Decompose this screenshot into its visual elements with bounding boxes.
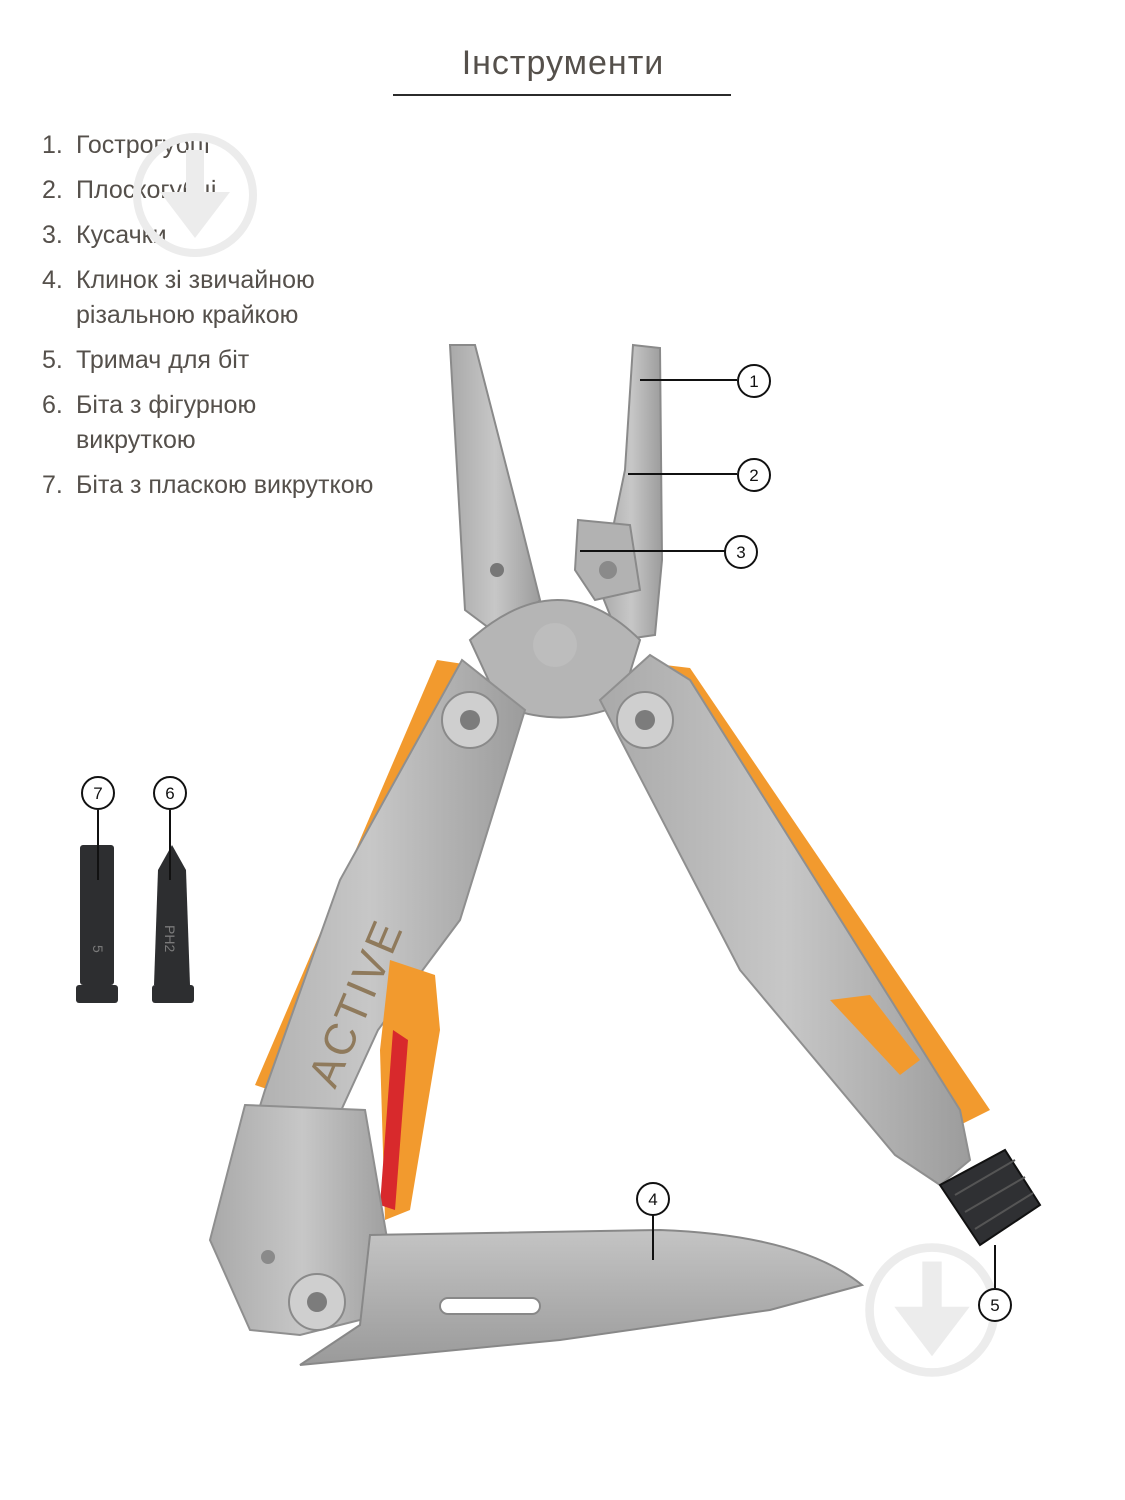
- callout-6: 6: [153, 776, 187, 810]
- legend-item: 7. Біта з пласкою викруткою: [42, 468, 376, 503]
- legend-item: 4. Клинок зі звичайною різальною крайкою: [42, 263, 376, 333]
- callout-5: 5: [978, 1288, 1012, 1322]
- legend-text: Біта з фігурною викруткою: [76, 391, 257, 454]
- bit-flat-label: 5: [90, 945, 106, 953]
- title-underline: [393, 94, 731, 96]
- legend-item: 3.Кусачки: [42, 218, 376, 253]
- knife-blade: [299, 1228, 865, 1366]
- callout-3: 3: [724, 535, 758, 569]
- bit-phillips: PH2: [152, 845, 194, 1003]
- legend-item: 6. Біта з фігурною викруткою: [42, 388, 376, 458]
- page-title: Інструменти: [461, 44, 665, 82]
- legend-number: 6.: [42, 391, 63, 419]
- callout-number: 2: [749, 466, 758, 485]
- legend-number: 3.: [42, 221, 63, 249]
- callout-number: 6: [165, 784, 174, 803]
- bit-phillips-label: PH2: [162, 925, 178, 952]
- legend-number: 4.: [42, 266, 63, 294]
- plier-jaws: [448, 343, 664, 719]
- legend-text: Тримач для біт: [76, 346, 250, 374]
- callout-4: 4: [636, 1182, 670, 1216]
- legend-number: 7.: [42, 471, 63, 499]
- callout-number: 1: [749, 372, 758, 391]
- callout-1: 1: [737, 364, 771, 398]
- callout-lines: [97, 379, 996, 1288]
- legend-number: 2.: [42, 176, 63, 204]
- legend-item: 5. Тримач для біт: [42, 343, 376, 378]
- callout-number: 3: [736, 543, 745, 562]
- callout-number: 5: [990, 1296, 999, 1315]
- callout-number: 4: [648, 1190, 657, 1209]
- legend-number: 5.: [42, 346, 63, 374]
- legend-text: Біта з пласкою викруткою: [76, 471, 374, 499]
- callout-2: 2: [737, 458, 771, 492]
- bit-flat: 5: [76, 845, 118, 1003]
- callout-number: 7: [93, 784, 102, 803]
- legend-number: 1.: [42, 131, 63, 159]
- left-handle: ACTIVE: [208, 658, 527, 1337]
- callout-7: 7: [81, 776, 115, 810]
- legend-text: Клинок зі звичайною різальною крайкою: [76, 266, 315, 329]
- watermark-logo-icon: [133, 133, 257, 257]
- right-handle: [598, 653, 1042, 1247]
